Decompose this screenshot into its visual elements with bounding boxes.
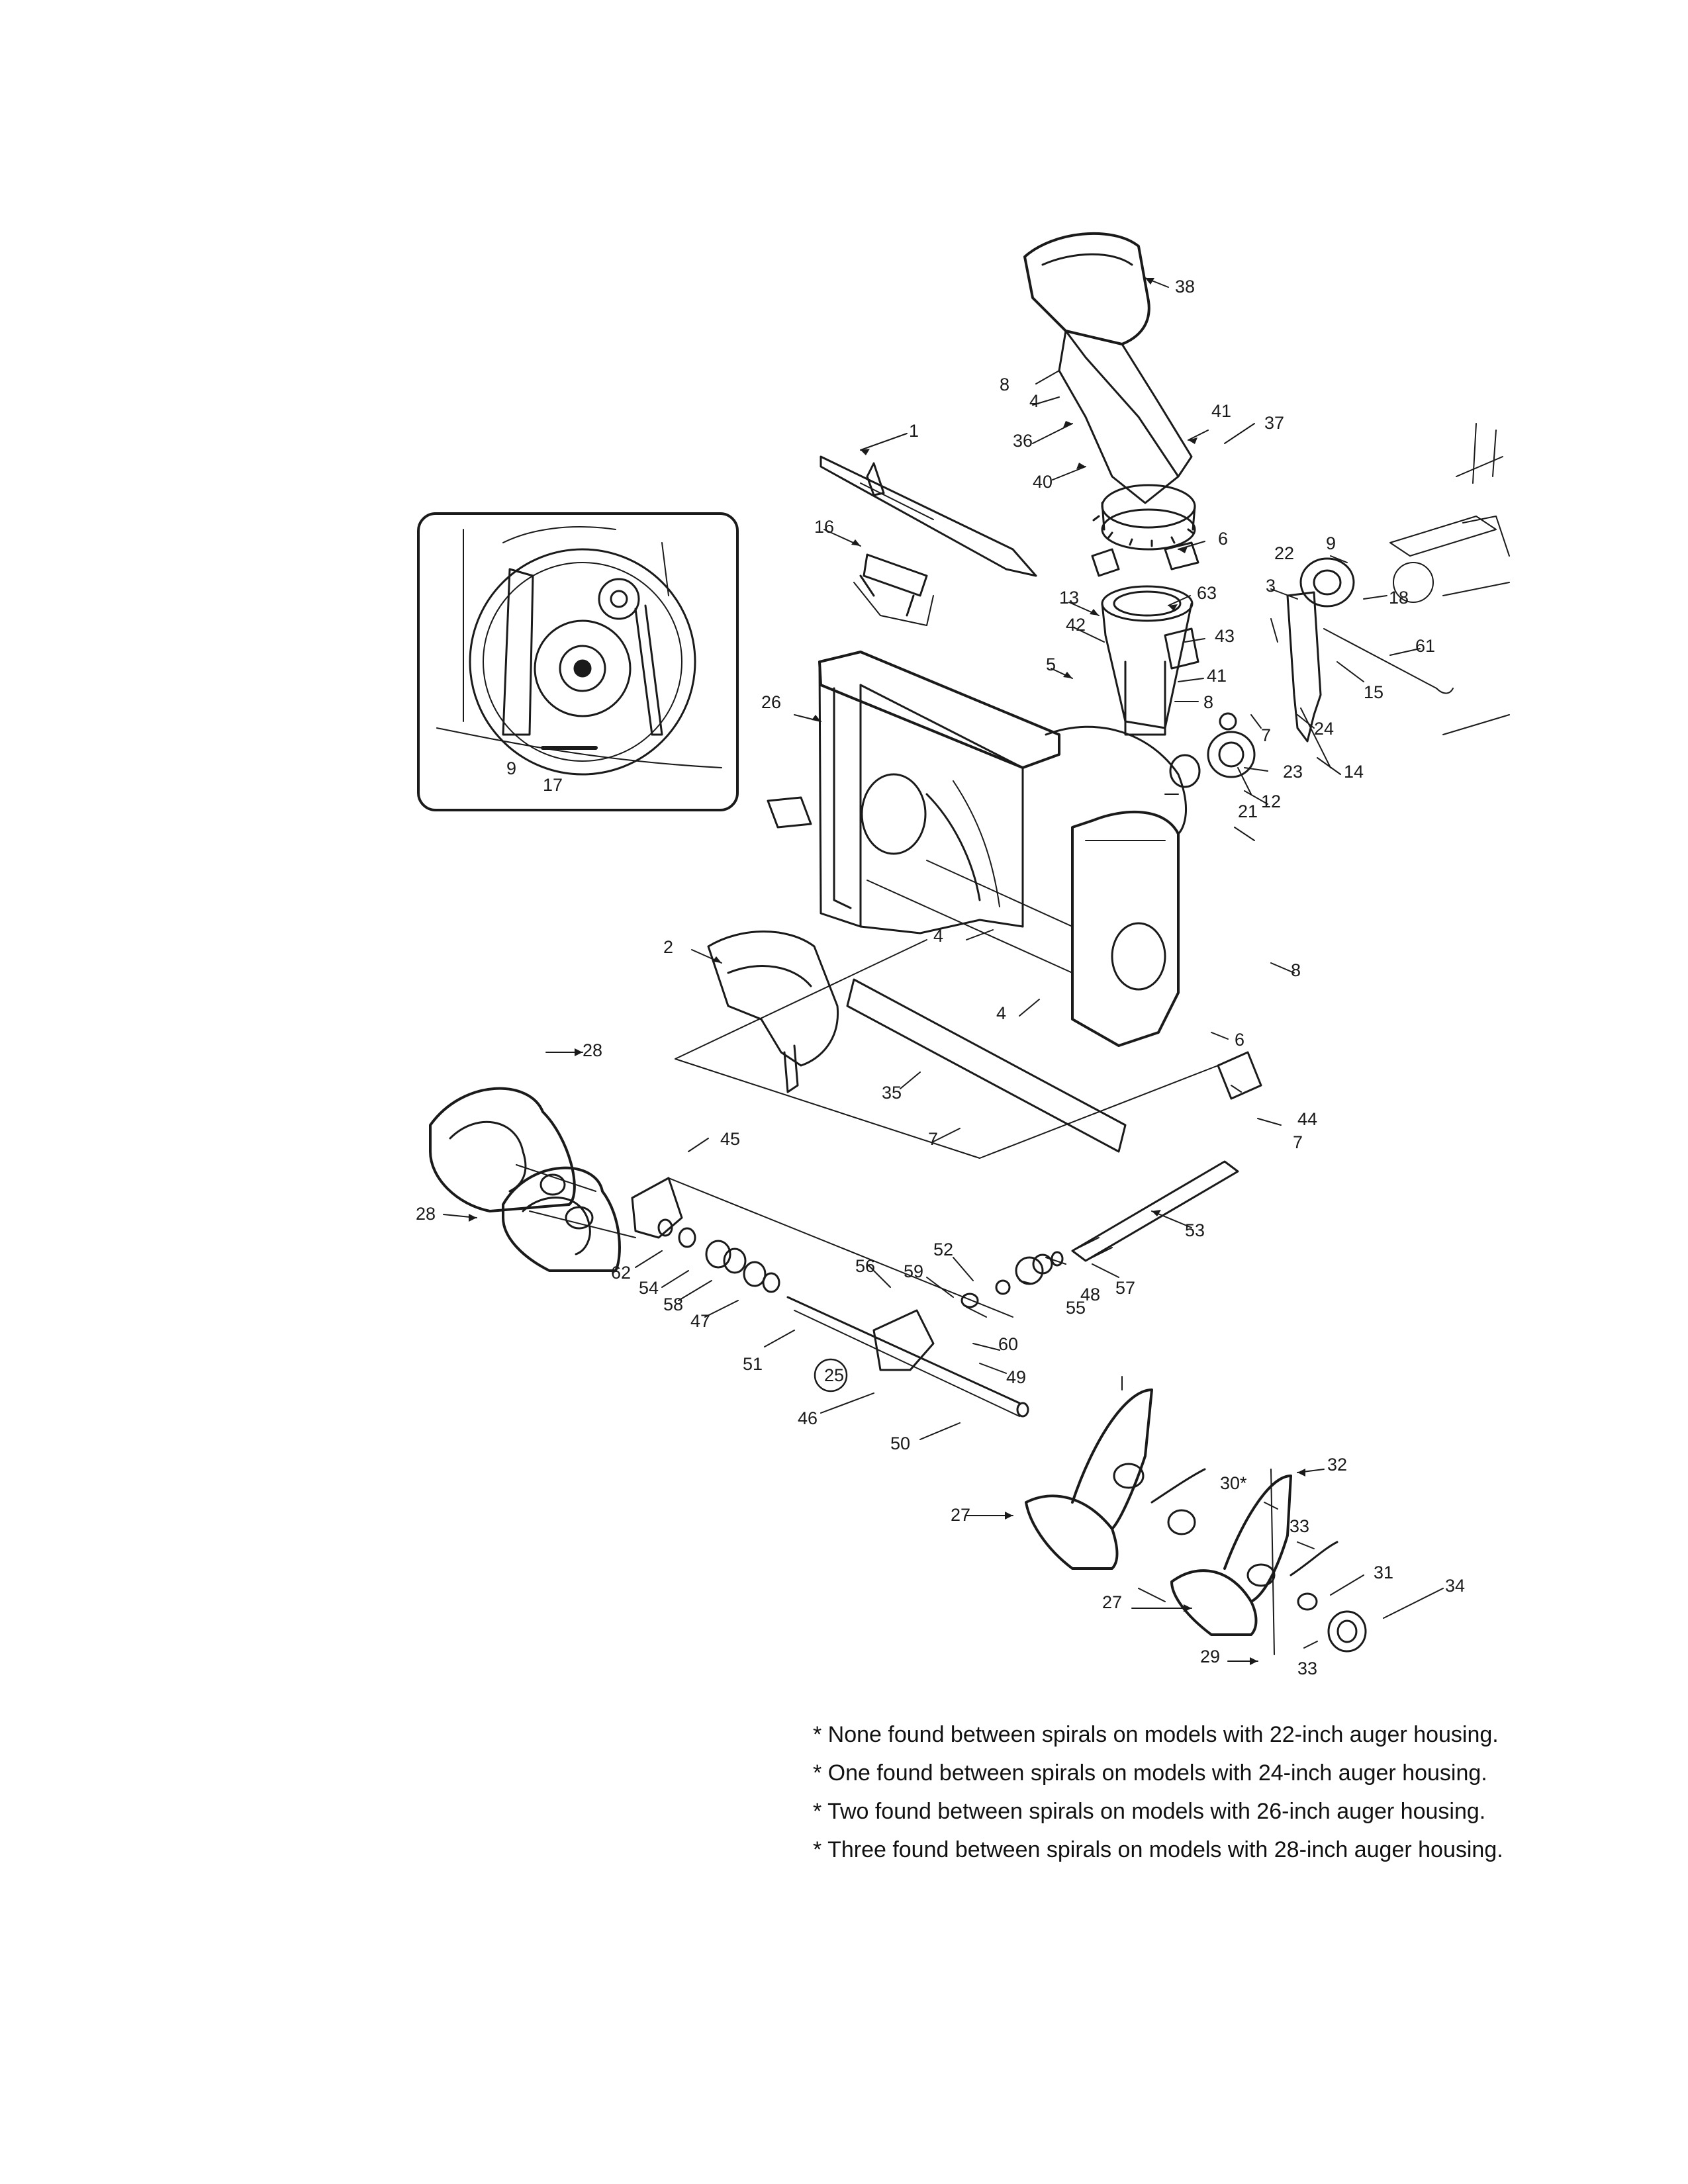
callout-label: 3 (1266, 576, 1276, 596)
callout-label: 1 (909, 421, 919, 441)
callout-label: 50 (890, 1433, 910, 1453)
callout-label: 33 (1289, 1516, 1309, 1536)
callout-label: 18 (1389, 588, 1409, 608)
callout-label: 9 (1326, 533, 1336, 553)
callout-label: 27 (1102, 1592, 1122, 1612)
callout-label: 53 (1185, 1220, 1205, 1240)
callout-label: 38 (1175, 277, 1195, 296)
callout-label: 8 (1000, 375, 1009, 394)
bearing-group (1164, 712, 1256, 795)
washer-row (657, 1218, 1064, 1308)
callout-label: 52 (933, 1240, 953, 1259)
callout-label: 4 (1029, 391, 1039, 411)
callout-label: 15 (1364, 682, 1383, 702)
callout-label: 7 (1261, 725, 1271, 745)
footnote: * One found between spirals on models wi… (813, 1760, 1487, 1786)
callout-label: 41 (1211, 401, 1231, 421)
callout-label: 7 (1293, 1132, 1303, 1152)
callout-label: 35 (882, 1083, 902, 1103)
discharge-chute (1023, 232, 1199, 577)
callout-label: 2 (663, 937, 673, 957)
callout-label: 42 (1066, 615, 1086, 635)
bracket (853, 553, 934, 626)
callout-label: 12 (1261, 792, 1281, 811)
callout-label: 4 (933, 926, 943, 946)
scraper-bar (675, 939, 1219, 1159)
impeller-shaft (820, 455, 1037, 577)
callout-label: 6 (1235, 1030, 1244, 1050)
leader-arrowheads (469, 278, 1305, 1665)
skid-shoes (767, 796, 1262, 1100)
footnote: * Two found between spirals on models wi… (813, 1799, 1486, 1824)
callout-label: 28 (583, 1040, 602, 1060)
callout-label: 8 (1203, 692, 1213, 712)
callout-label: 63 (1197, 583, 1217, 603)
callout-label: 61 (1415, 636, 1435, 656)
callout-label: 51 (743, 1354, 763, 1374)
pulley-assembly (1286, 423, 1510, 768)
callout-label: 58 (663, 1295, 683, 1314)
callout-label: 55 (1066, 1298, 1086, 1318)
callout-label: 9 (506, 758, 516, 778)
callout-label: 6 (1218, 529, 1228, 549)
callout-label: 60 (998, 1334, 1018, 1354)
auger-shaft (1071, 1160, 1239, 1262)
callout-label: 13 (1059, 588, 1079, 608)
callout-label: 45 (720, 1129, 740, 1149)
callout-label: 24 (1314, 719, 1334, 739)
footnote: * None found between spirals on models w… (813, 1722, 1499, 1747)
gear-case (631, 1177, 1029, 1418)
callout-label: 62 (611, 1263, 631, 1283)
footnote: * Three found between spirals on models … (813, 1837, 1503, 1862)
footnotes: * None found between spirals on models w… (813, 1715, 1673, 1869)
callout-label: 57 (1115, 1278, 1135, 1298)
callout-label: 41 (1207, 666, 1227, 686)
callout-label: 26 (761, 692, 781, 712)
callout-label: 16 (814, 517, 834, 537)
callout-label: 46 (798, 1408, 818, 1428)
callout-label: 7 (928, 1129, 938, 1149)
callout-label: 44 (1297, 1109, 1317, 1129)
callout-label: 34 (1445, 1576, 1465, 1596)
gear-housing-left (707, 931, 839, 1093)
chute-base (1101, 585, 1199, 736)
auger-spiral-left (429, 1087, 636, 1272)
callout-label: 27 (951, 1505, 970, 1525)
callout-label: 8 (1291, 960, 1301, 980)
callout-label: 49 (1006, 1367, 1026, 1387)
diagram-artwork (417, 232, 1510, 1665)
callout-label: 30* (1220, 1473, 1247, 1493)
callout-label: 21 (1238, 801, 1258, 821)
callout-label: 56 (855, 1256, 875, 1276)
callout-label: 22 (1274, 543, 1294, 563)
callout-label: 36 (1013, 431, 1033, 451)
callout-label: 54 (639, 1278, 659, 1298)
leader-lines (443, 277, 1444, 1662)
callout-label: 4 (996, 1003, 1006, 1023)
callout-label: 17 (543, 775, 563, 795)
callout-label: 25 (824, 1365, 844, 1385)
callout-label: 47 (690, 1311, 710, 1331)
callout-label: 33 (1297, 1659, 1317, 1678)
circled-callout (814, 1358, 848, 1392)
auger-housing (818, 651, 1188, 1047)
callout-label: 59 (904, 1261, 923, 1281)
callout-label: 5 (1046, 655, 1056, 674)
auger-spiral-right (1025, 1376, 1367, 1655)
callout-label: 32 (1327, 1455, 1347, 1475)
callout-label: 43 (1215, 626, 1235, 646)
callout-label: 23 (1283, 762, 1303, 782)
callout-label: 28 (416, 1204, 436, 1224)
callout-label: 40 (1033, 472, 1053, 492)
callout-label: 48 (1080, 1285, 1100, 1304)
callout-label: 14 (1344, 762, 1364, 782)
callout-label: 29 (1200, 1647, 1220, 1666)
callout-label: 31 (1374, 1563, 1393, 1582)
callout-label: 37 (1264, 413, 1284, 433)
inset-detail (417, 512, 739, 811)
